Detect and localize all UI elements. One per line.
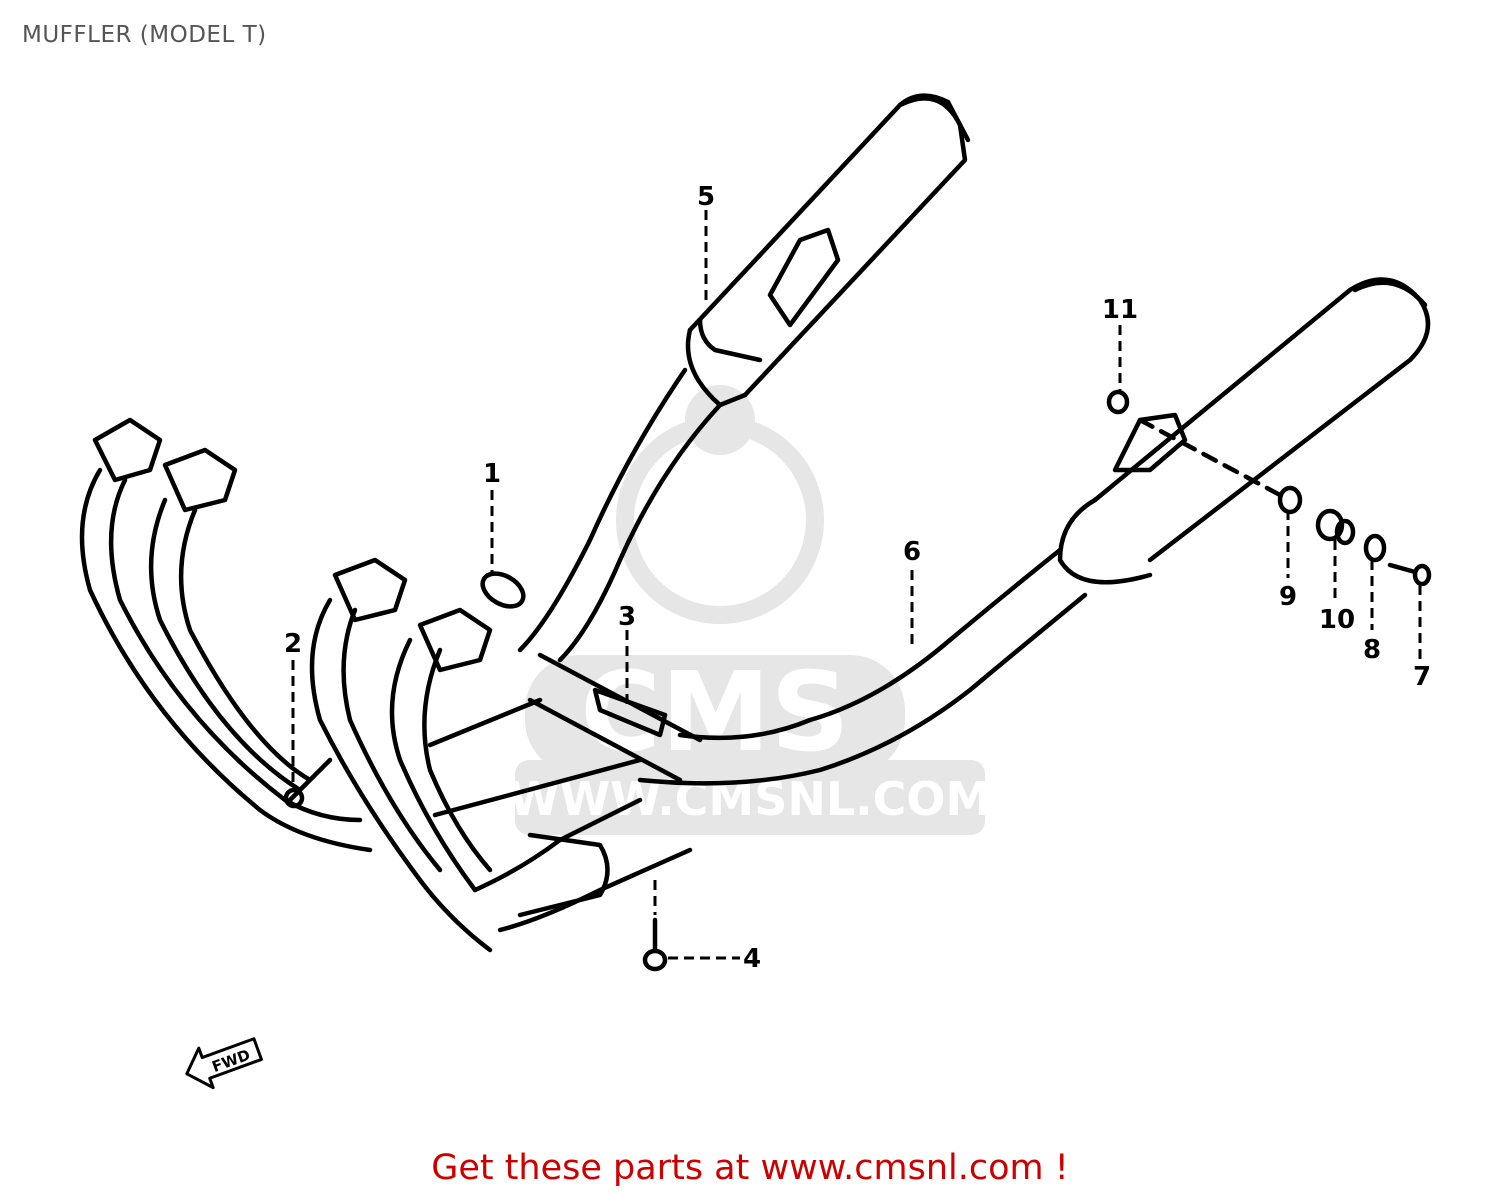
watermark-brand: CMS (580, 648, 849, 776)
part-9-rubber (1277, 485, 1303, 515)
muffler-upper (517, 93, 971, 663)
callout-8: 8 (1363, 635, 1381, 665)
header-pipes-right (309, 557, 493, 953)
footer-parts-link[interactable]: Get these parts at www.cmsnl.com ! (431, 1148, 1069, 1188)
leader-lines (291, 210, 1422, 960)
part-10-collar (1315, 508, 1356, 546)
part-7-bolt (1387, 562, 1432, 587)
header-pipes-left (79, 417, 373, 853)
collector-pipe (472, 797, 693, 933)
callout-6: 6 (903, 537, 921, 567)
callout-5: 5 (697, 182, 715, 212)
fwd-arrow-icon: FWD (185, 1037, 263, 1090)
part-1-gasket (480, 571, 526, 609)
callout-11: 11 (1102, 295, 1138, 325)
crossover-pipe (427, 652, 703, 818)
page-title: MUFFLER (MODEL T) (22, 22, 267, 48)
callout-3: 3 (618, 602, 636, 632)
part-4-bolt (642, 917, 668, 972)
callout-4: 4 (743, 944, 761, 974)
callouts: 1 2 3 4 5 6 7 8 9 10 11 (284, 182, 1431, 974)
part-11-nut (1106, 389, 1130, 415)
watermark: CMS WWW.CMSNL.COM (509, 385, 991, 835)
callout-10: 10 (1319, 605, 1355, 635)
callout-2: 2 (284, 629, 302, 659)
callout-1: 1 (483, 459, 501, 489)
callout-7: 7 (1413, 662, 1431, 692)
callout-9: 9 (1279, 582, 1297, 612)
muffler-lower (637, 277, 1431, 786)
part-8-washer (1363, 533, 1387, 563)
